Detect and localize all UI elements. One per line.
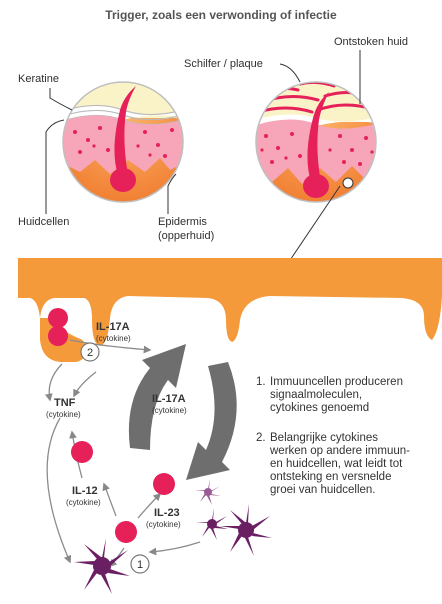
label-keratine: Keratine	[18, 73, 59, 85]
il17a-mid-name: IL-17A	[152, 393, 186, 405]
legend-item-2-number: 2.	[256, 432, 266, 444]
marker-2: 2	[80, 342, 100, 362]
immune-cell-large	[74, 538, 130, 594]
label-il17a-mid: IL-17A (cytokine)	[152, 393, 187, 415]
tnf-sub: (cytokine)	[46, 410, 81, 419]
label-tnf: TNF (cytokine)	[46, 397, 81, 419]
cytokine-dot	[153, 473, 175, 495]
il12-name: IL-12	[72, 485, 98, 497]
cytokine-dot	[115, 521, 137, 543]
cycle-arrow-up	[128, 344, 186, 450]
healthy-skin-circle	[62, 81, 184, 203]
il17a-top-sub: (cytokine)	[96, 334, 131, 343]
skin-band	[18, 258, 442, 362]
skin-cell	[48, 308, 68, 328]
label-huidcellen: Huidcellen	[18, 216, 69, 228]
skin-cell	[48, 326, 68, 346]
il17a-top-name: IL-17A	[96, 321, 130, 333]
thin-arrows	[44, 339, 201, 568]
legend-item-2-text: Belangrijke cytokines werken op andere i…	[270, 432, 410, 496]
legend-item-1-number: 1.	[256, 376, 266, 388]
inflamed-skin-circle	[255, 81, 377, 203]
label-il17a-top: IL-17A (cytokine)	[96, 321, 131, 343]
legend-item-2: 2. Belangrijke cytokines werken op ander…	[256, 432, 438, 497]
zoom-marker	[342, 177, 354, 189]
marker-1: 1	[130, 554, 150, 574]
tnf-name: TNF	[54, 397, 76, 409]
legend-item-1: 1. Immuuncellen produceren signaalmolecu…	[256, 376, 436, 415]
label-opperhuid: (opperhuid)	[158, 230, 214, 242]
il17a-mid-sub: (cytokine)	[152, 406, 187, 415]
marker-2-text: 2	[87, 347, 93, 359]
immune-cell-light	[195, 479, 221, 505]
immune-cell-small	[196, 508, 228, 540]
label-il23: IL-23 (cytokine)	[146, 507, 181, 529]
label-schilfer-plaque: Schilfer / plaque	[184, 58, 263, 70]
diagram-title: Trigger, zoals een verwonding of infecti…	[105, 8, 337, 22]
il12-sub: (cytokine)	[66, 498, 101, 507]
cytokine-dot	[71, 441, 93, 463]
marker-1-text: 1	[137, 559, 143, 571]
il23-sub: (cytokine)	[146, 520, 181, 529]
legend-item-1-text: Immuuncellen produceren signaalmoleculen…	[270, 376, 403, 414]
label-epidermis: Epidermis	[158, 216, 207, 228]
label-ontstoken-huid: Ontstoken huid	[334, 36, 408, 48]
label-il12: IL-12 (cytokine)	[66, 485, 101, 507]
il23-name: IL-23	[154, 507, 180, 519]
immune-cell-medium	[220, 504, 272, 556]
cycle-arrow-down	[186, 362, 237, 480]
